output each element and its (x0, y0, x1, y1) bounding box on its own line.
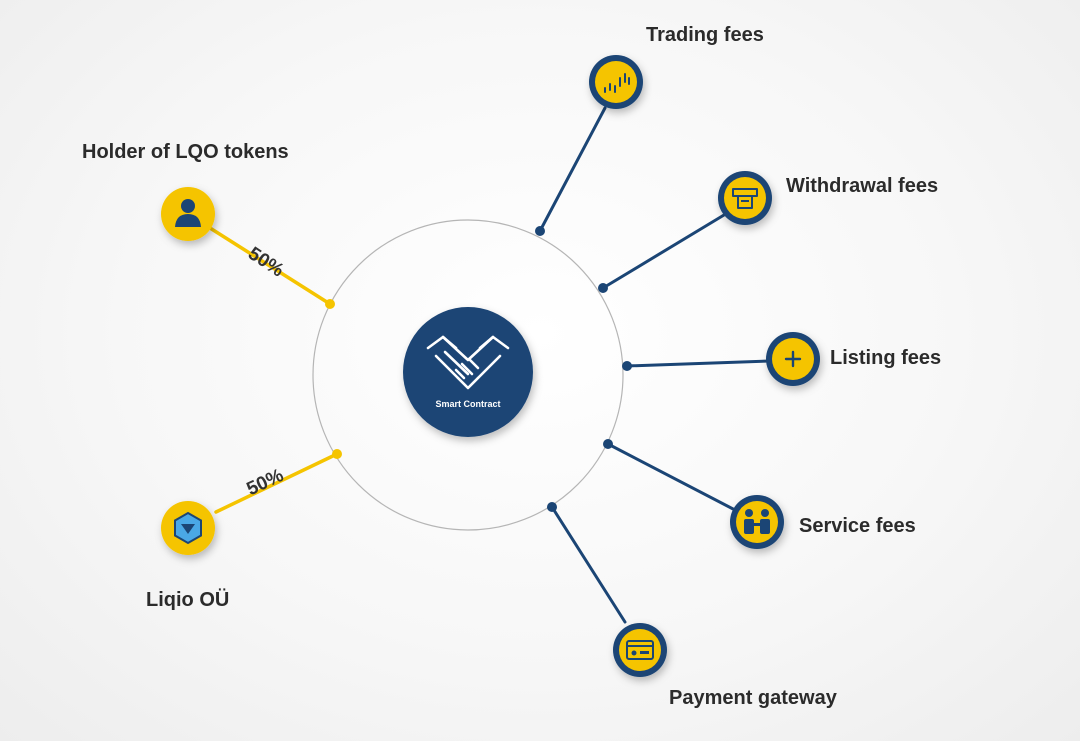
service-connector (603, 439, 737, 512)
smart-contract-label: Smart Contract (435, 399, 501, 409)
withdrawal-connector (598, 213, 726, 293)
trading-connector (535, 106, 607, 236)
people-icon (744, 509, 770, 534)
trading-label: Trading fees (646, 24, 764, 46)
flow-ring (312, 219, 624, 531)
smart-contract-node (403, 307, 533, 437)
service-node (730, 495, 784, 549)
plus-icon (784, 350, 802, 368)
listing-node (766, 332, 820, 386)
holder-connector (208, 226, 335, 309)
company-node (161, 501, 215, 555)
listing-label: Listing fees (830, 347, 942, 369)
holder-node (161, 187, 215, 241)
user-icon (175, 199, 201, 227)
chart-icon (604, 73, 630, 93)
withdrawal-label: Withdrawal fees (786, 175, 939, 197)
trading-node (589, 55, 643, 109)
holder-label: Holder of LQO tokens (82, 141, 289, 163)
listing-connector (622, 359, 772, 371)
service-label: Service fees (799, 515, 916, 537)
handshake-icon (426, 335, 510, 390)
company-connector (214, 449, 342, 514)
hexagon-logo-icon (174, 511, 202, 545)
payment-node (613, 623, 667, 677)
card-icon (626, 640, 654, 660)
payment-label: Payment gateway (669, 687, 837, 709)
company-label: Liqio OÜ (146, 589, 230, 611)
withdrawal-node (718, 171, 772, 225)
payment-connector (547, 502, 627, 624)
atm-icon (732, 188, 758, 209)
